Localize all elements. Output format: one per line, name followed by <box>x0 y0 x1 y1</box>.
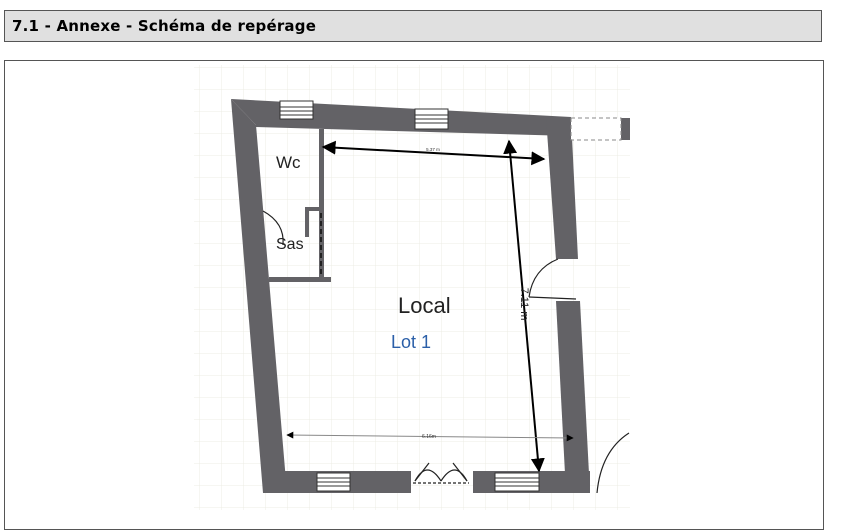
partition-wc-vertical <box>319 129 324 279</box>
floor-plan-frame: 5.37 m 7.11 m 6.16m Wc Sas Local Lot 1 <box>4 60 824 530</box>
room-label-wc: Wc <box>276 153 301 172</box>
floor-plan: 5.37 m 7.11 m 6.16m Wc Sas Local Lot 1 <box>194 65 630 510</box>
windows <box>279 100 622 492</box>
dimension-line-bottom <box>286 431 574 442</box>
dimension-line-right <box>503 139 545 473</box>
dimensions: 5.37 m 7.11 m 6.16m <box>286 139 574 473</box>
room-label-sas: Sas <box>276 236 304 253</box>
dimension-label-right: 7.11 m <box>518 288 530 321</box>
door-entrance <box>413 462 469 484</box>
wall-right-lower <box>556 301 590 493</box>
wall-left <box>231 99 287 493</box>
window-top-middle <box>414 108 449 130</box>
section-title: 7.1 - Annexe - Schéma de repérage <box>12 17 317 35</box>
dimension-label-top: 5.37 m <box>426 147 440 152</box>
wall-top <box>231 99 571 136</box>
wall-stub-right <box>621 118 630 140</box>
door-sas <box>262 210 284 246</box>
room-label-local: Local <box>398 293 451 318</box>
partition-sas-top <box>305 207 323 211</box>
window-bottom-left <box>316 472 351 492</box>
window-top-left <box>279 100 314 120</box>
section-header: 7.1 - Annexe - Schéma de repérage <box>4 10 822 42</box>
opening-top-right <box>570 117 622 141</box>
window-bottom-right <box>494 472 540 492</box>
door-exterior-right <box>596 432 630 494</box>
partition-sas-left <box>305 207 309 237</box>
room-label-lot: Lot 1 <box>391 332 431 352</box>
wall-right-upper <box>546 117 578 259</box>
walls <box>231 99 630 493</box>
partition-sas-horizontal <box>269 277 331 282</box>
dimension-label-bottom: 6.16m <box>422 434 436 440</box>
